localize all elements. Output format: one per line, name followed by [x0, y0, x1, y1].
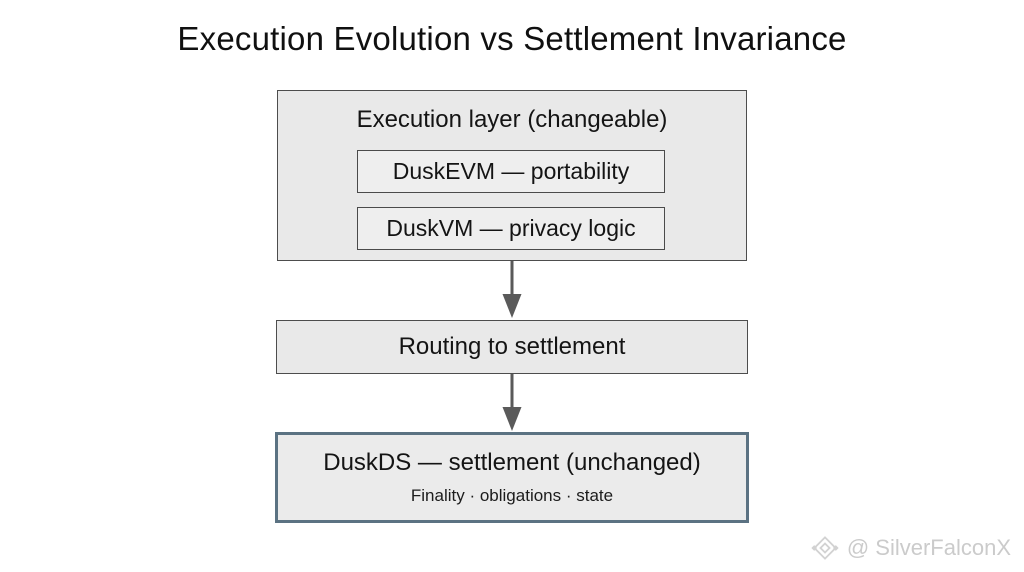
- settlement-box: DuskDS — settlement (unchanged) Finality…: [275, 432, 749, 523]
- settlement-label: DuskDS — settlement (unchanged): [323, 449, 701, 476]
- down-arrow-icon: [502, 261, 522, 318]
- arrow-routing-to-settlement: [500, 374, 524, 432]
- duskevm-label: DuskEVM — portability: [392, 158, 630, 184]
- routing-label: Routing to settlement: [398, 333, 626, 360]
- execution-layer-label: Execution layer (changeable): [356, 106, 668, 133]
- watermark-handle: @ SilverFalconX: [846, 535, 1011, 560]
- page-title: Execution Evolution vs Settlement Invari…: [177, 20, 847, 57]
- diamond-icon: [811, 536, 839, 560]
- watermark: @ SilverFalconX: [810, 533, 1011, 563]
- routing-box: Routing to settlement: [276, 320, 748, 374]
- down-arrow-icon: [502, 374, 522, 431]
- duskvm-box: DuskVM — privacy logic: [357, 207, 665, 250]
- duskevm-box: DuskEVM — portability: [357, 150, 665, 193]
- execution-layer-box: Execution layer (changeable) DuskEVM — p…: [277, 90, 747, 261]
- arrow-execution-to-routing: [500, 261, 524, 319]
- settlement-sublabel: Finality · obligations · state: [410, 486, 614, 505]
- duskvm-label: DuskVM — privacy logic: [386, 215, 636, 241]
